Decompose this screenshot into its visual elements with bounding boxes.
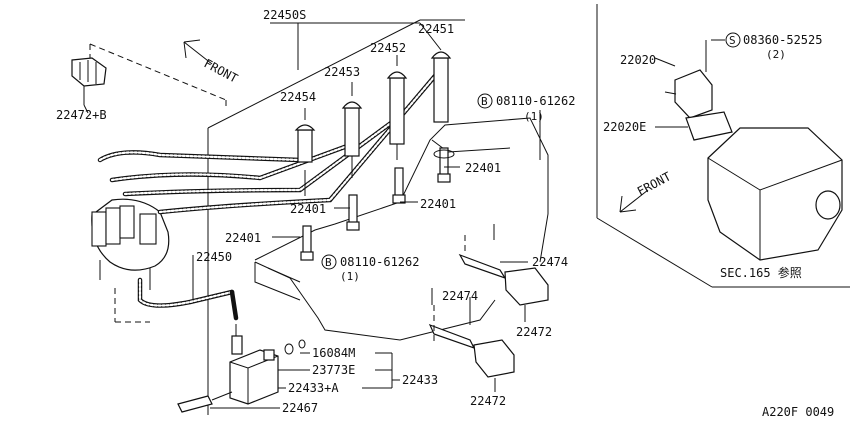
label-22472-a: 22472 <box>516 325 552 339</box>
bolt-letter-mid: B <box>325 256 332 269</box>
rocker-cover <box>254 117 549 341</box>
label-22401-c: 22401 <box>420 197 456 211</box>
label-bolt-mid-number: 08110-61262 <box>340 255 419 269</box>
bolt-badge-mid <box>321 254 337 270</box>
ignition-coil <box>177 324 306 413</box>
label-23773e: 23773E <box>312 363 355 377</box>
label-22474-a: 22474 <box>532 255 568 269</box>
screw-letter: S <box>729 34 736 47</box>
ht-leads <box>97 67 443 321</box>
bolt-letter-top: B <box>481 95 488 108</box>
wire-clip-top <box>71 57 107 105</box>
section-reference: SEC.165 参照 <box>720 265 802 280</box>
label-22467: 22467 <box>282 401 318 415</box>
brackets-and-clips <box>428 224 549 378</box>
spark-plugs <box>300 147 455 261</box>
diagram-id: A220F 0049 <box>762 405 834 419</box>
label-22454: 22454 <box>280 90 316 104</box>
label-22020e: 22020E <box>603 120 646 134</box>
label-22453: 22453 <box>324 65 360 79</box>
label-22020: 22020 <box>620 53 656 67</box>
label-22452: 22452 <box>370 41 406 55</box>
front-arrow-right <box>619 189 649 213</box>
inset-frame <box>596 4 850 288</box>
front-arrow-left <box>183 39 213 65</box>
screw-badge <box>725 32 741 48</box>
label-22450S: 22450S <box>263 8 306 22</box>
label-22472-b2: 22472 <box>470 394 506 408</box>
plug-boots <box>294 51 452 196</box>
label-screw-number: 08360-52525 <box>743 33 822 47</box>
label-bolt-top-number: 08110-61262 <box>496 94 575 108</box>
front-label-right: FRONT <box>635 169 673 198</box>
label-22474-b: 22474 <box>442 289 478 303</box>
label-22450: 22450 <box>196 250 232 264</box>
label-22401-a: 22401 <box>465 161 501 175</box>
label-22472-b: 22472+B <box>56 108 107 122</box>
label-bolt-top-qty: (1) <box>524 110 544 123</box>
label-16084m: 16084M <box>312 346 355 360</box>
front-label-left: FRONT <box>202 56 240 85</box>
label-screw-qty: (2) <box>766 48 786 61</box>
label-22401-d: 22401 <box>225 231 261 245</box>
air-cleaner <box>664 40 843 261</box>
distributor-cap <box>91 198 170 323</box>
label-22401-b: 22401 <box>290 202 326 216</box>
label-22451: 22451 <box>418 22 454 36</box>
label-22433-a: 22433+A <box>288 381 339 395</box>
bolt-badge-top <box>477 93 493 109</box>
label-22433: 22433 <box>402 373 438 387</box>
leader-lines <box>83 22 725 409</box>
label-bolt-mid-qty: (1) <box>340 270 360 283</box>
